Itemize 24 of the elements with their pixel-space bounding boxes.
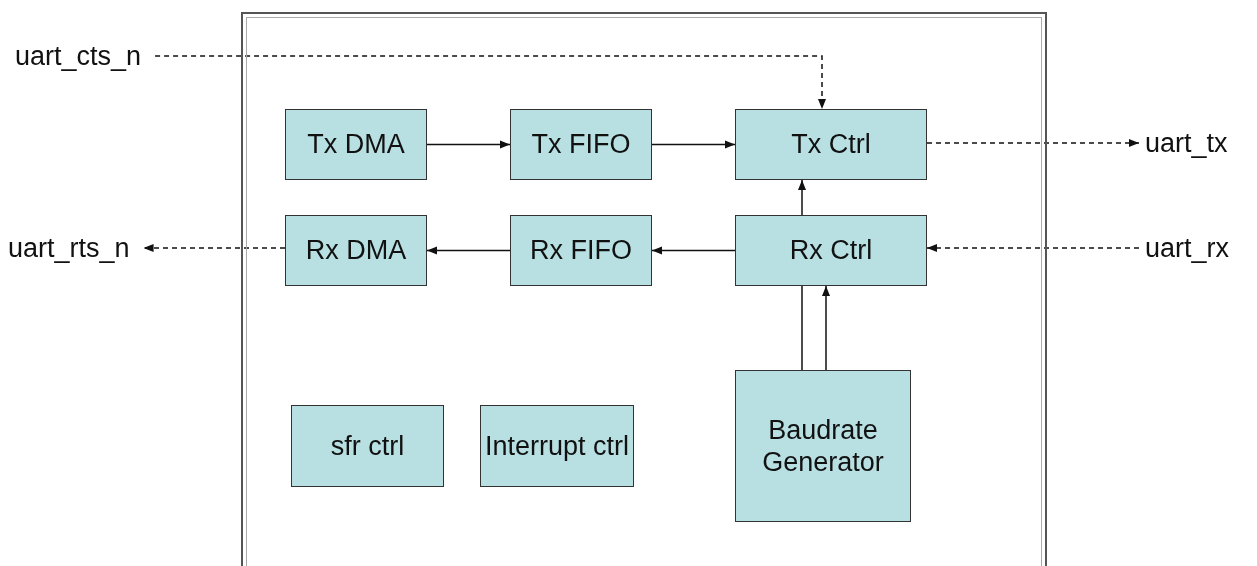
arrow — [822, 285, 830, 371]
block-box: Interrupt ctrl — [480, 405, 634, 487]
connector-line — [801, 285, 803, 371]
arrow — [426, 246, 511, 255]
dashed-signal-arrow — [142, 244, 286, 252]
block-box: Baudrate Generator — [735, 370, 911, 522]
arrow — [651, 246, 736, 255]
signal-label: uart_rts_n — [8, 230, 168, 266]
arrow — [651, 140, 736, 149]
dashed-signal-arrow — [926, 244, 1140, 252]
arrow — [798, 179, 806, 216]
block-box: sfr ctrl — [291, 405, 444, 487]
block-box: Rx FIFO — [510, 215, 652, 286]
block-box: Rx Ctrl — [735, 215, 927, 286]
dashed-signal-arrow — [154, 55, 826, 110]
arrow — [426, 140, 511, 149]
block-box: Tx FIFO — [510, 109, 652, 180]
block-box: Tx Ctrl — [735, 109, 927, 180]
dashed-signal-arrow — [926, 139, 1140, 147]
signal-label: uart_rx — [1145, 230, 1245, 266]
block-box: Rx DMA — [285, 215, 427, 286]
block-box: Tx DMA — [285, 109, 427, 180]
signal-label: uart_tx — [1145, 125, 1245, 161]
signal-label: uart_cts_n — [15, 38, 175, 74]
